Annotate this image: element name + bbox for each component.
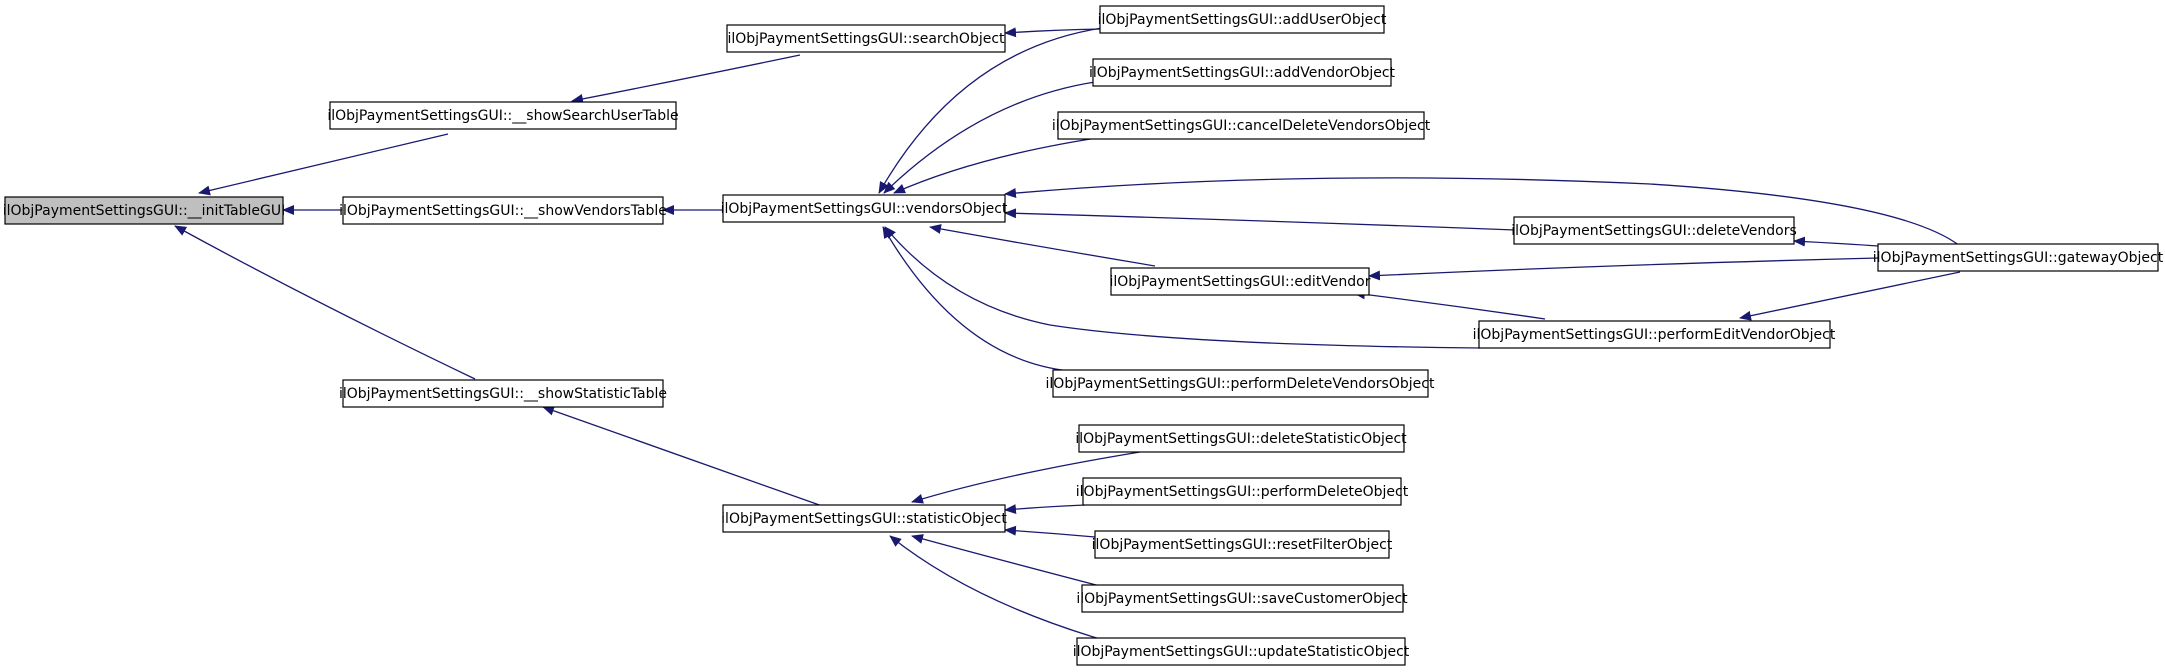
node-label: ilObjPaymentSettingsGUI::performDeleteOb…: [1076, 484, 1409, 500]
node-label: ilObjPaymentSettingsGUI::performDeleteVe…: [1046, 376, 1435, 392]
node-searchObject[interactable]: ilObjPaymentSettingsGUI::searchObject: [726, 24, 1006, 53]
node-label: ilObjPaymentSettingsGUI::editVendor: [1109, 274, 1370, 290]
node-deleteStatisticObject[interactable]: ilObjPaymentSettingsGUI::deleteStatistic…: [1075, 424, 1407, 453]
edge-statisticObject-to-showStatisticTable: [542, 405, 826, 508]
node-label: ilObjPaymentSettingsGUI::resetFilterObje…: [1092, 537, 1393, 553]
node-editVendor[interactable]: ilObjPaymentSettingsGUI::editVendor: [1109, 267, 1371, 296]
nodes: ilObjPaymentSettingsGUI::__initTableGUI …: [3, 5, 2164, 666]
edge-performEditVendorObject-to-vendorsObject: [884, 226, 1481, 349]
edge-showStatisticTable-to-initTableGUI: [174, 225, 476, 380]
node-deleteVendors[interactable]: ilObjPaymentSettingsGUI::deleteVendors: [1511, 216, 1797, 245]
node-label: ilObjPaymentSettingsGUI::updateStatistic…: [1073, 644, 1410, 660]
node-statisticObject[interactable]: ilObjPaymentSettingsGUI::statisticObject: [721, 504, 1007, 533]
node-resetFilterObject[interactable]: ilObjPaymentSettingsGUI::resetFilterObje…: [1092, 530, 1393, 559]
node-updateStatisticObject[interactable]: ilObjPaymentSettingsGUI::updateStatistic…: [1073, 637, 1410, 666]
node-label: ilObjPaymentSettingsGUI::deleteVendors: [1511, 223, 1797, 239]
edge-resetFilterObject-to-statisticObject: [1004, 525, 1096, 538]
node-showStatisticTable[interactable]: ilObjPaymentSettingsGUI::__showStatistic…: [339, 379, 667, 408]
node-addUserObject[interactable]: ilObjPaymentSettingsGUI::addUserObject: [1098, 5, 1387, 34]
edge-addVendorObject-to-vendorsObject: [883, 81, 1096, 194]
node-label: ilObjPaymentSettingsGUI::addUserObject: [1098, 12, 1387, 28]
node-label: ilObjPaymentSettingsGUI::deleteStatistic…: [1075, 431, 1407, 447]
edge-updateStatisticObject-to-statisticObject: [889, 535, 1101, 640]
node-vendorsObject[interactable]: ilObjPaymentSettingsGUI::vendorsObject: [721, 194, 1008, 223]
node-label: ilObjPaymentSettingsGUI::addVendorObject: [1089, 65, 1396, 81]
node-label: ilObjPaymentSettingsGUI::statisticObject: [721, 511, 1007, 527]
edge-performEditVendorObject-to-editVendor: [1353, 289, 1546, 320]
node-label: ilObjPaymentSettingsGUI::__showSearchUse…: [327, 108, 678, 124]
edge-searchObject-to-showSearchUserTable: [571, 54, 801, 104]
node-label: ilObjPaymentSettingsGUI::__showStatistic…: [339, 386, 667, 402]
node-label: ilObjPaymentSettingsGUI::__showVendorsTa…: [339, 203, 667, 219]
edge-gatewayObject-to-performEditVendorObject: [1739, 271, 1961, 321]
node-addVendorObject[interactable]: ilObjPaymentSettingsGUI::addVendorObject: [1089, 58, 1396, 87]
node-label: ilObjPaymentSettingsGUI::saveCustomerObj…: [1076, 591, 1408, 607]
node-performEditVendorObject[interactable]: ilObjPaymentSettingsGUI::performEditVend…: [1473, 320, 1836, 349]
edge-deleteVendors-to-vendorsObject: [1004, 208, 1516, 231]
node-cancelDeleteVendorsObject[interactable]: ilObjPaymentSettingsGUI::cancelDeleteVen…: [1052, 111, 1431, 140]
node-label: ilObjPaymentSettingsGUI::gatewayObject: [1873, 250, 2164, 266]
edge-gatewayObject-to-deleteVendors: [1793, 236, 1879, 247]
node-initTableGUI[interactable]: ilObjPaymentSettingsGUI::__initTableGUI: [3, 196, 286, 225]
edge-showSearchUserTable-to-initTableGUI: [198, 133, 449, 196]
node-saveCustomerObject[interactable]: ilObjPaymentSettingsGUI::saveCustomerObj…: [1076, 584, 1408, 613]
node-performDeleteVendorsObject[interactable]: ilObjPaymentSettingsGUI::performDeleteVe…: [1046, 369, 1435, 398]
node-label: ilObjPaymentSettingsGUI::cancelDeleteVen…: [1052, 118, 1431, 134]
node-label: ilObjPaymentSettingsGUI::__initTableGUI: [3, 203, 286, 219]
edge-editVendor-to-vendorsObject: [929, 224, 1156, 267]
node-showVendorsTable[interactable]: ilObjPaymentSettingsGUI::__showVendorsTa…: [339, 196, 667, 225]
node-performDeleteObject[interactable]: ilObjPaymentSettingsGUI::performDeleteOb…: [1076, 477, 1409, 506]
edge-cancelDeleteVendorsObject-to-vendorsObject: [893, 135, 1111, 194]
node-label: ilObjPaymentSettingsGUI::searchObject: [727, 31, 1005, 47]
edge-gatewayObject-to-vendorsObject: [1004, 177, 1961, 247]
edge-performDeleteObject-to-statisticObject: [1004, 504, 1086, 515]
node-showSearchUserTable[interactable]: ilObjPaymentSettingsGUI::__showSearchUse…: [327, 101, 679, 130]
edge-deleteStatisticObject-to-statisticObject: [911, 451, 1141, 504]
edges: [174, 27, 1961, 640]
edge-saveCustomerObject-to-statisticObject: [911, 534, 1101, 587]
node-label: ilObjPaymentSettingsGUI::performEditVend…: [1473, 327, 1836, 343]
node-label: ilObjPaymentSettingsGUI::vendorsObject: [721, 201, 1008, 217]
edge-gatewayObject-to-editVendor: [1368, 257, 1879, 281]
edge-addUserObject-to-vendorsObject: [878, 27, 1103, 194]
node-gatewayObject[interactable]: ilObjPaymentSettingsGUI::gatewayObject: [1873, 243, 2164, 272]
edge-performDeleteVendorsObject-to-vendorsObject: [882, 226, 1071, 372]
